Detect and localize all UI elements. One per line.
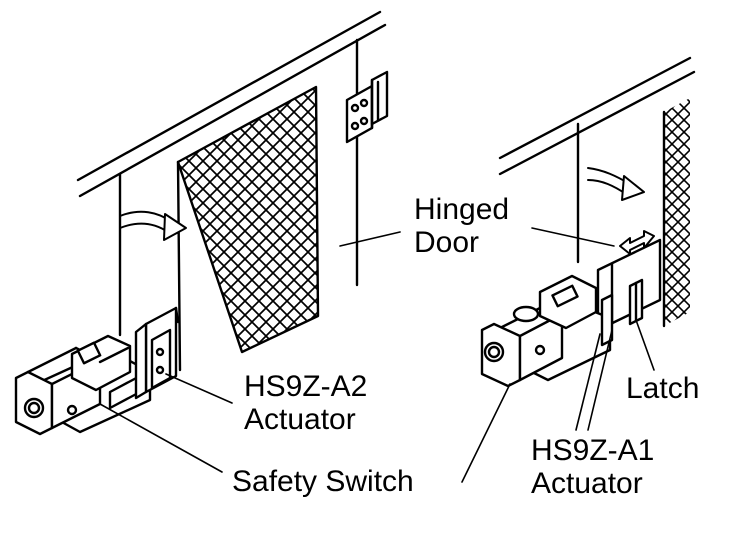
label-hinged-door-line2: Door (414, 226, 480, 259)
label-hs9z-a2-line1: HS9Z-A2 (244, 370, 368, 403)
right-leader-lines (461, 227, 655, 483)
left-mesh-panel (176, 85, 320, 372)
label-safety-switch: Safety Switch (232, 465, 414, 498)
label-hs9z-a1-line1: HS9Z-A1 (531, 434, 655, 467)
right-safety-switch (480, 274, 614, 388)
label-hs9z-a1-line2: Actuator (531, 467, 643, 500)
left-frame (76, 10, 387, 337)
label-hs9z-a1-actuator: HS9Z-A1 Actuator (531, 434, 654, 500)
door-swing-arrow-icon (119, 210, 187, 241)
label-hs9z-a2-actuator: HS9Z-A2 Actuator (244, 370, 367, 436)
latch-slide-arrow-icon (619, 230, 655, 255)
label-hinged-door-line1: Hinged (414, 193, 510, 226)
right-mesh-panel (662, 98, 690, 328)
left-safety-switch (14, 334, 152, 436)
left-leader-lines (99, 231, 401, 473)
right-frame (498, 56, 696, 264)
label-hinged-door: Hinged Door (414, 193, 509, 259)
label-latch: Latch (626, 372, 700, 405)
label-hs9z-a2-line2: Actuator (244, 403, 356, 436)
door-swing-arrow-icon (587, 167, 645, 201)
hinge-icon (345, 70, 389, 144)
